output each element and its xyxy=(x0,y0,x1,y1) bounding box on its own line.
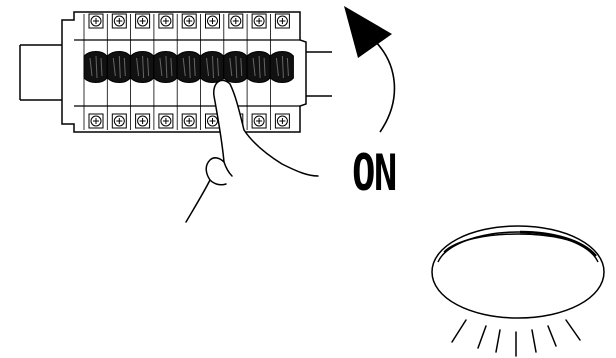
breaker-unit xyxy=(176,13,201,130)
breaker-panel-icon xyxy=(61,11,307,133)
rotate-arrow-icon xyxy=(344,6,396,133)
breaker-unit xyxy=(246,13,271,130)
breaker-unit xyxy=(130,13,155,130)
on-label: ON xyxy=(352,144,397,202)
hand-icon xyxy=(185,79,319,223)
ceiling-lamp-icon xyxy=(431,225,605,319)
breaker-unit xyxy=(83,13,108,130)
light-rays-icon xyxy=(451,319,581,357)
breaker-unit xyxy=(200,13,224,130)
breaker-unit xyxy=(269,13,294,130)
breaker-unit xyxy=(153,13,178,130)
